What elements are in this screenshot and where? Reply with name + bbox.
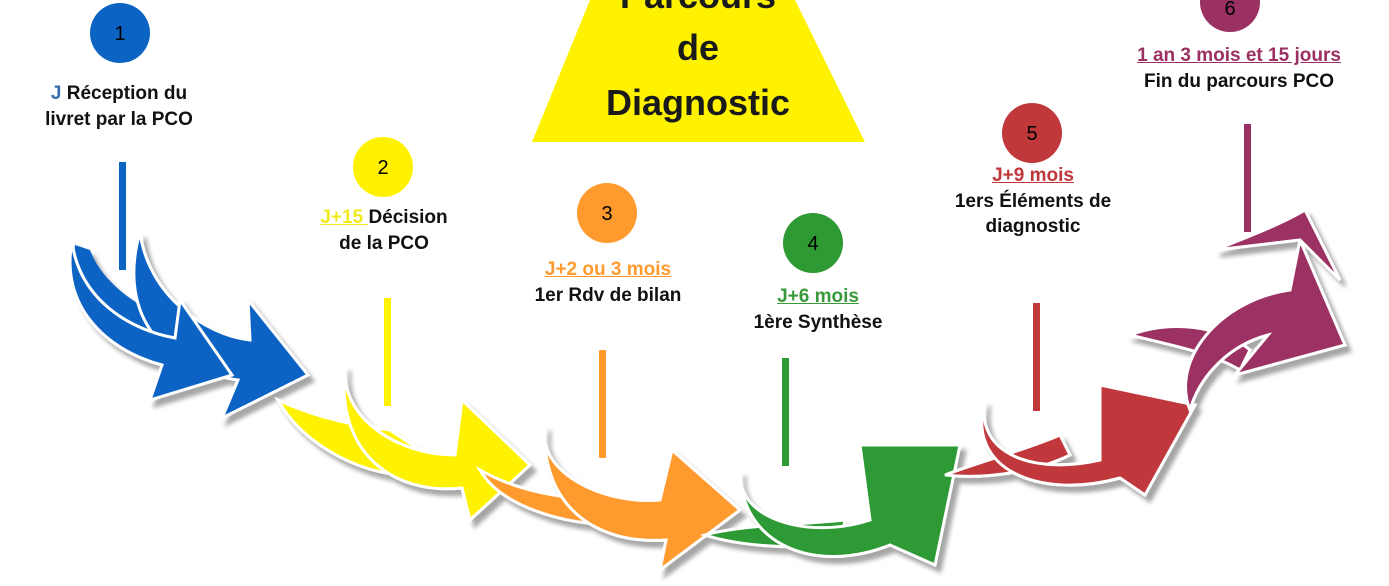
step-6-label: 1 an 3 mois et 15 jours Fin du parcours … [1090, 43, 1388, 94]
step-3-label: J+2 ou 3 mois 1er Rdv de bilan [495, 257, 721, 308]
step-2-number: 2 [377, 157, 388, 179]
step-5-text-1: 1ers Éléments de [954, 190, 1112, 212]
step-1-badge: 1 [90, 3, 150, 63]
step-5-badge: 5 [1002, 103, 1062, 163]
arrow-segment-5 [944, 383, 1198, 498]
connector-line-3 [599, 350, 606, 458]
step-6-number: 6 [1224, 0, 1235, 20]
step-2-text-1: Décision [368, 207, 448, 228]
step-4-date: J+6 mois [777, 286, 859, 307]
connector-lines [119, 124, 1251, 466]
step-4-label: J+6 mois 1ère Synthèse [712, 284, 924, 335]
arrow-segment-1 [68, 231, 311, 422]
step-1-text-1: Réception du [66, 83, 188, 104]
connector-line-2 [384, 298, 391, 406]
step-3-badge: 3 [577, 183, 637, 243]
connector-line-5 [1033, 303, 1040, 411]
step-1-label: J Réception du livret par la PCO [3, 81, 235, 132]
step-2-badge: 2 [353, 137, 413, 197]
step-2-date: J+15 [320, 207, 369, 228]
step-5-text-2: diagnostic [985, 216, 1081, 238]
step-1-number: 1 [114, 23, 125, 45]
step-4-text-1: 1ère Synthèse [753, 311, 883, 333]
step-4-badge: 4 [783, 213, 843, 273]
connector-line-1 [119, 162, 126, 270]
connector-line-4 [782, 358, 789, 466]
step-3-number: 3 [601, 203, 612, 225]
step-2-label: J+15 Décision de la PCO [276, 205, 492, 256]
step-6-badge: 6 [1200, 0, 1260, 32]
arrow-segment-4 [699, 443, 962, 568]
step-6-text-1: Fin du parcours PCO [1143, 70, 1335, 92]
arrow-segment-2 [274, 364, 533, 523]
connector-line-6 [1244, 124, 1251, 232]
step-5-date: J+9 mois [992, 165, 1074, 186]
step-3-text-1: 1er Rdv de bilan [534, 284, 682, 306]
step-5-label: J+9 mois 1ers Éléments de diagnostic [910, 163, 1156, 240]
title-line-2: de [677, 27, 719, 68]
step-badges: 1 2 3 4 5 6 [90, 0, 1260, 273]
step-1-text-2: livret par la PCO [45, 108, 193, 130]
step-1-date: J [50, 83, 62, 104]
step-4-number: 4 [807, 233, 818, 255]
title-line-3: Diagnostic [606, 82, 790, 123]
step-5-number: 5 [1026, 123, 1037, 145]
step-3-date: J+2 ou 3 mois [544, 259, 672, 280]
title-line-1: Parcours [620, 0, 776, 16]
step-6-date: 1 an 3 mois et 15 jours [1137, 45, 1341, 66]
title-banner: Parcours de Diagnostic [532, 0, 865, 142]
step-2-text-2: de la PCO [339, 232, 429, 254]
arrow-segment-3 [475, 424, 743, 574]
arrow-segment-6 [1124, 207, 1348, 415]
